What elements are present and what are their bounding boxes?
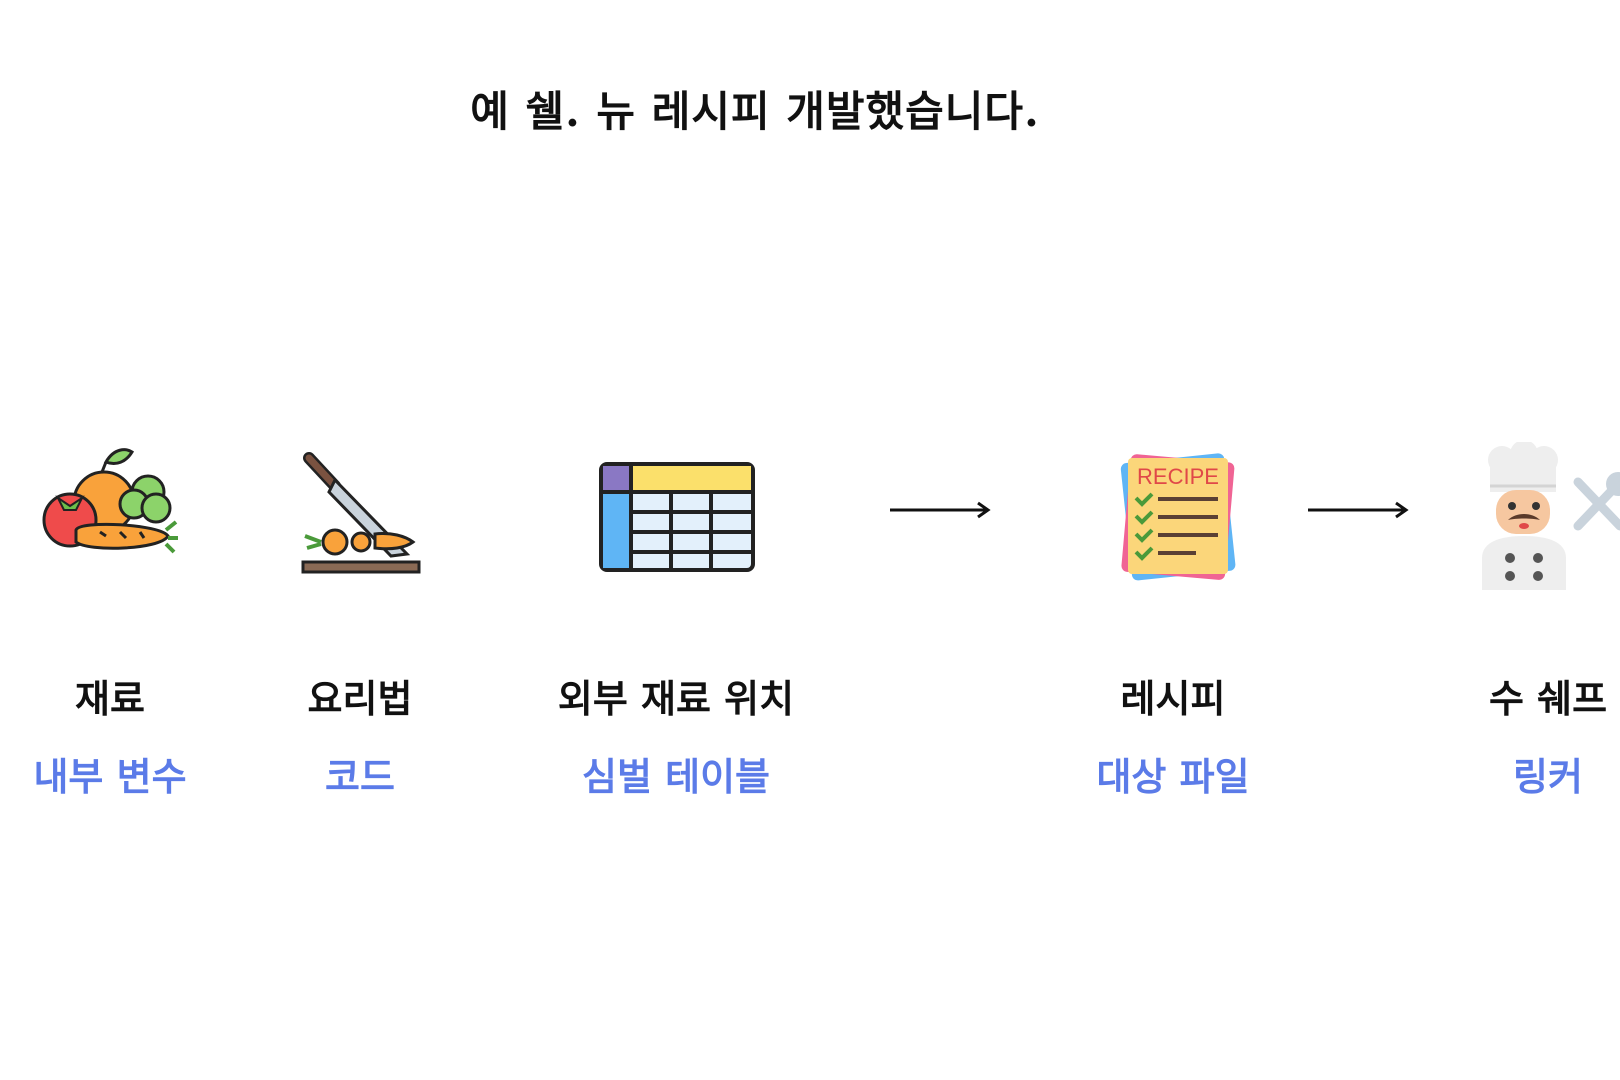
chef-icon [1474, 442, 1620, 590]
sublabel-symbol-table: 심벌 테이블 [581, 755, 771, 799]
page-title: 예 쉘. 뉴 레시피 개발했습니다. [470, 87, 1040, 136]
recipe-document-icon: RECIPE [1112, 448, 1242, 584]
table-icon [595, 458, 759, 576]
knife-cutting-board-icon [295, 450, 425, 580]
label-ingredients: 재료 [75, 677, 145, 721]
label-head-chef: 수 쉐프 [1488, 677, 1608, 721]
label-cooking-method: 요리법 [307, 677, 413, 721]
vegetables-icon [40, 440, 180, 570]
label-recipe: 레시피 [1120, 677, 1226, 721]
sublabel-linker: 링커 [1513, 755, 1583, 799]
label-external-ingredient-location: 외부 재료 위치 [557, 677, 795, 721]
sublabel-object-file: 대상 파일 [1096, 755, 1250, 799]
sublabel-internal-variables: 내부 변수 [33, 755, 187, 799]
sublabel-code: 코드 [325, 755, 395, 799]
svg-text:RECIPE: RECIPE [1137, 464, 1219, 489]
arrow-right-icon [888, 500, 994, 520]
arrow-right-icon [1306, 500, 1412, 520]
